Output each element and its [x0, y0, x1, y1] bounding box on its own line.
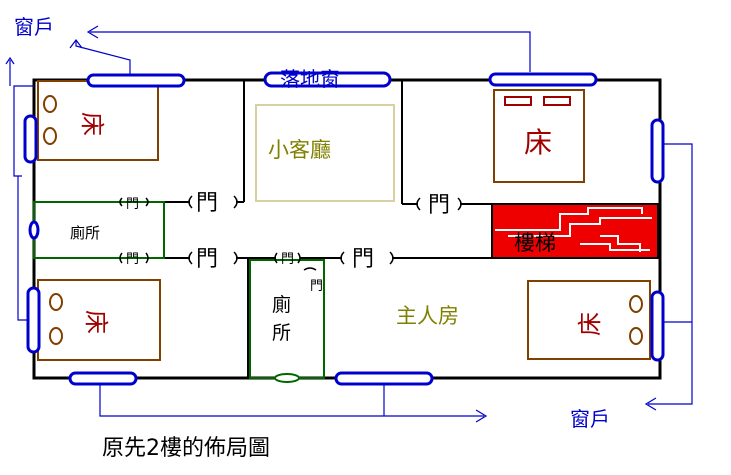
door-label: 門: [352, 247, 374, 272]
bed-bottom-right-label: 床: [576, 312, 604, 336]
living-room-label: 小客廳: [268, 138, 331, 162]
bed-bottom-left-label: 床: [82, 310, 110, 334]
door-bottom-left-room: 門: [188, 247, 238, 272]
window-left-bottom: [26, 286, 41, 354]
window-label-bottom-right: 窗戶: [570, 407, 610, 431]
window-right-top: [650, 118, 665, 184]
door-label: 門: [196, 191, 218, 216]
bed-top-left-label: 床: [78, 112, 106, 136]
door-left-toilet-bottom: 門: [119, 252, 149, 267]
door-left-toilet-top: 門: [119, 197, 149, 212]
door-label: 門: [310, 279, 323, 294]
master-room-label: 主人房: [396, 304, 459, 328]
door-top-left-room: 門: [188, 191, 238, 216]
window-top-right: [488, 72, 598, 87]
door-label: 門: [281, 252, 294, 267]
toilet-left-label: 廁所: [70, 224, 100, 242]
french-window-label: 落地窗: [280, 67, 340, 91]
toilet-center-window: [274, 373, 300, 383]
bed-top-right-label: 床: [524, 126, 552, 159]
bed-top-right: 床: [493, 89, 585, 183]
door-label: 門: [126, 197, 139, 212]
windows: [23, 71, 665, 386]
window-bottom-center: [334, 371, 434, 386]
stairs-steps: [495, 207, 652, 252]
window-left-top: [23, 114, 38, 164]
caption: 原先2樓的佈局圖: [102, 436, 270, 461]
toilet-center-label-line1: 廁所: [272, 293, 291, 344]
window-top-left: [86, 73, 186, 88]
bed-bottom-left: 床: [37, 279, 161, 361]
window-bottom-left: [68, 371, 138, 386]
door-label: 門: [126, 252, 139, 267]
window-right-bottom: [650, 290, 665, 362]
toilet-center-room: [249, 259, 325, 379]
window-toilet-left: [28, 220, 40, 240]
living-room: [255, 104, 395, 202]
bed-bottom-right: 床: [527, 280, 651, 360]
door-label: 門: [196, 247, 218, 272]
window-label-top-left: 窗戶: [14, 15, 54, 39]
stairs-label: 樓梯: [514, 231, 556, 255]
door-master-room: 門: [340, 247, 394, 272]
bed-top-left: 床: [37, 80, 159, 161]
door-center-toilet: 門: [274, 252, 301, 267]
door-center-toilet-side: 門: [303, 267, 323, 294]
window-arrows: [5, 25, 693, 423]
window-french: [263, 71, 392, 88]
door-label: 門: [428, 193, 450, 218]
door-top-right-room: 門: [416, 193, 462, 218]
